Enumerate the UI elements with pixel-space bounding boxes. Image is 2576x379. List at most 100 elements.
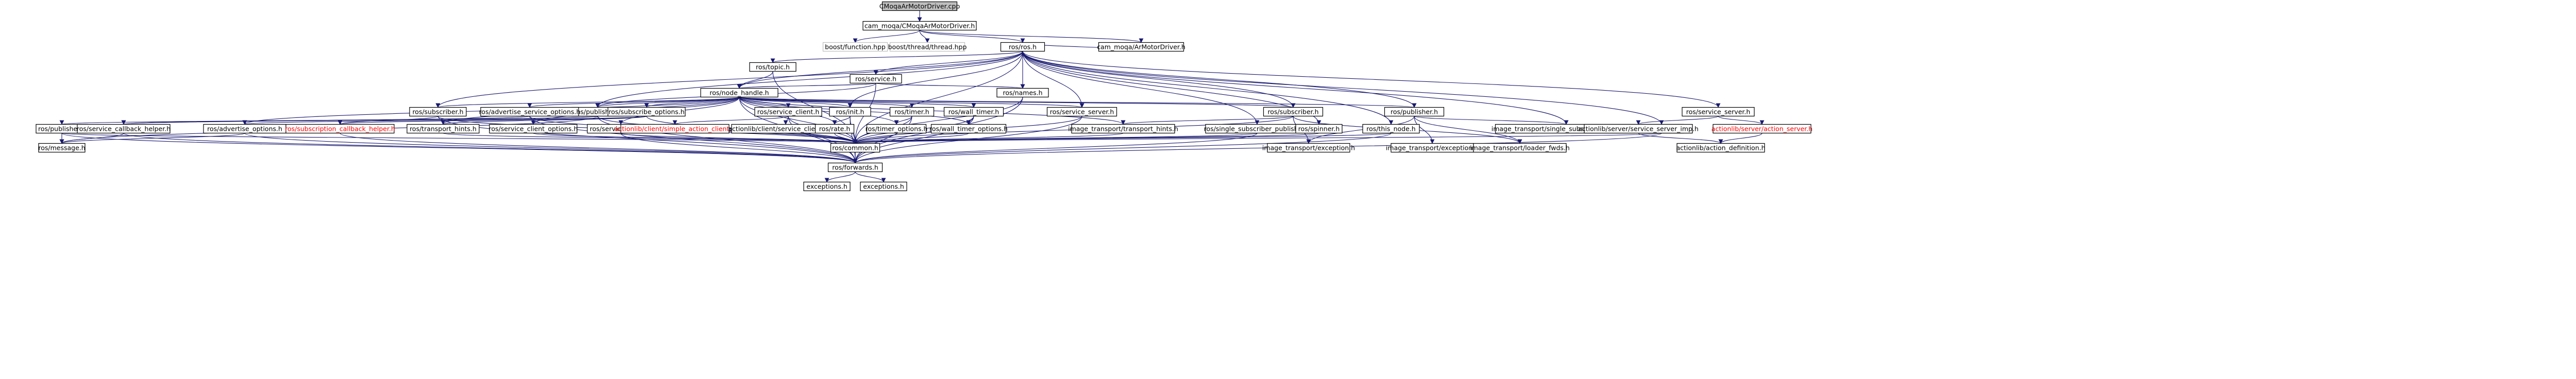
node-label: ros/node_handle.h bbox=[709, 89, 769, 97]
node-actdef[interactable]: actionlib/action_definition.h bbox=[1676, 143, 1766, 153]
node-label: ros/names.h bbox=[1003, 89, 1042, 97]
node-box bbox=[1682, 107, 1755, 117]
node-label: actionlib/client/simple_action_client.h bbox=[615, 125, 736, 133]
node-exc2[interactable]: exceptions.h bbox=[860, 181, 907, 192]
node-box bbox=[1713, 124, 1811, 134]
node-asserver[interactable]: ros/service_server.h bbox=[1682, 107, 1755, 117]
edge-subcb-to-forwards bbox=[340, 133, 858, 164]
edge-forwards-to-exc1 bbox=[824, 171, 856, 183]
node-ardrv[interactable]: cam_moqa/ArMotorDriver.h bbox=[1097, 42, 1185, 52]
edge-service-to-nh bbox=[737, 82, 876, 89]
node-message[interactable]: ros/message.h bbox=[38, 143, 86, 153]
node-topic[interactable]: ros/topic.h bbox=[749, 62, 796, 72]
node-acsci[interactable]: actionlib/client/service_client_imp.h bbox=[728, 124, 843, 134]
node-nh[interactable]: ros/node_handle.h bbox=[700, 88, 778, 98]
edge-itsub-to-ithints bbox=[1121, 115, 1294, 125]
node-timer[interactable]: ros/timer.h bbox=[889, 107, 935, 117]
node-bfunc[interactable]: boost/function.hpp bbox=[822, 42, 888, 52]
node-label: ros/subscriber.h bbox=[412, 108, 463, 116]
node-label: ros/subscribe_options.h bbox=[608, 108, 684, 116]
edge-sclient-to-common bbox=[620, 132, 858, 144]
node-itloader[interactable]: image_transport/loader_fwds.h bbox=[1470, 143, 1570, 153]
node-asimp[interactable]: actionlib/server/service_server_imp.h bbox=[1578, 124, 1699, 134]
node-box bbox=[1000, 42, 1045, 52]
edge-layer bbox=[59, 10, 1765, 183]
node-common[interactable]: ros/common.h bbox=[830, 143, 880, 153]
node-root[interactable]: CMoqaArMotorDriver.cpp bbox=[879, 1, 960, 11]
edge-advsvc-to-svccb bbox=[122, 115, 530, 125]
node-publisher2[interactable]: ros/publisher.h bbox=[36, 124, 88, 134]
node-wtimer[interactable]: ros/wall_timer.h bbox=[943, 107, 1004, 117]
node-acsac[interactable]: actionlib/client/simple_action_client.h bbox=[615, 124, 736, 134]
node-label: ros/service_client_options.h bbox=[489, 125, 578, 133]
node-itexc2[interactable]: image_transport/exception.h bbox=[1386, 143, 1479, 153]
edge-this_node-to-forwards bbox=[853, 133, 1392, 164]
node-itsub[interactable]: ros/subscriber.h bbox=[1263, 107, 1324, 117]
node-label: ros/spinner.h bbox=[1298, 125, 1340, 133]
node-hdr[interactable]: cam_moqa/CMoqaArMotorDriver.h bbox=[862, 21, 977, 31]
node-scopt[interactable]: ros/service_client_options.h bbox=[489, 124, 578, 134]
node-asss[interactable]: actionlib/server/action_server.h bbox=[1711, 124, 1812, 134]
edge-ros-to-itssp bbox=[1022, 51, 1569, 125]
edge-svccb-to-forwards bbox=[123, 133, 858, 164]
node-thints[interactable]: ros/transport_hints.h bbox=[406, 124, 480, 134]
edge-itpub-to-itloader bbox=[1414, 116, 1522, 144]
node-rate[interactable]: ros/rate.h bbox=[815, 124, 855, 134]
edge-ros-to-itpub bbox=[1022, 51, 1417, 108]
node-label: ros/service_server.h bbox=[1686, 108, 1751, 116]
edge-advopt-to-message bbox=[59, 132, 245, 144]
edge-ithints-to-common bbox=[853, 132, 1124, 144]
edge-nh-to-pub bbox=[595, 96, 740, 108]
edge-ros-to-itsub bbox=[1022, 51, 1296, 108]
node-label: ros/single_subscriber_publisher.h bbox=[1204, 125, 1311, 133]
node-label: ros/init.h bbox=[836, 108, 865, 116]
node-label: cam_moqa/CMoqaArMotorDriver.h bbox=[865, 22, 975, 30]
node-ros[interactable]: ros/ros.h bbox=[1000, 42, 1045, 52]
node-ithints[interactable]: image_transport/transport_hints.h bbox=[1068, 124, 1178, 134]
node-itexc[interactable]: image_transport/exception.h bbox=[1262, 143, 1355, 153]
node-wtimeropt[interactable]: ros/wall_timer_options.h bbox=[929, 124, 1008, 134]
node-forwards[interactable]: ros/forwards.h bbox=[827, 162, 883, 173]
edge-timer-to-timeropt bbox=[894, 116, 912, 125]
node-bthread[interactable]: boost/thread/thread.hpp bbox=[888, 42, 967, 52]
node-service[interactable]: ros/service.h bbox=[850, 74, 902, 84]
node-ssp[interactable]: ros/single_subscriber_publisher.h bbox=[1204, 124, 1311, 134]
edge-svcclient-to-acsac bbox=[672, 115, 789, 125]
node-spinner[interactable]: ros/spinner.h bbox=[1295, 124, 1343, 134]
node-names[interactable]: ros/names.h bbox=[996, 88, 1049, 98]
node-label: image_transport/exception.h bbox=[1262, 144, 1355, 152]
node-subopt[interactable]: ros/subscribe_options.h bbox=[607, 107, 686, 117]
node-svcserver[interactable]: ros/service_server.h bbox=[1046, 107, 1117, 117]
node-box bbox=[996, 88, 1049, 98]
node-label: ros/forwards.h bbox=[832, 164, 878, 171]
node-advsvc[interactable]: ros/advertise_service_options.h bbox=[479, 107, 581, 117]
node-rosinit[interactable]: ros/init.h bbox=[829, 107, 871, 117]
node-label: ros/publisher.h bbox=[38, 125, 86, 133]
node-box bbox=[1295, 124, 1343, 134]
node-box bbox=[1098, 42, 1184, 52]
node-svccb[interactable]: ros/service_callback_helper.h bbox=[77, 124, 171, 134]
node-label: ros/transport_hints.h bbox=[410, 125, 477, 133]
edge-wtimeropt-to-common bbox=[853, 132, 969, 144]
node-subcb[interactable]: ros/subscription_callback_helper.h bbox=[285, 124, 395, 134]
node-advopt[interactable]: ros/advertise_options.h bbox=[203, 124, 286, 134]
edge-subscriber-to-subcb bbox=[337, 115, 438, 125]
node-label: ros/wall_timer_options.h bbox=[929, 125, 1008, 133]
node-label: ros/this_node.h bbox=[1366, 125, 1415, 133]
edge-ros-to-svcserver bbox=[1022, 51, 1084, 108]
node-this_node[interactable]: ros/this_node.h bbox=[1362, 124, 1420, 134]
node-box bbox=[409, 107, 467, 117]
edge-nh-to-itpub bbox=[739, 96, 1416, 108]
node-timeropt[interactable]: ros/timer_options.h bbox=[866, 124, 928, 134]
node-subscriber[interactable]: ros/subscriber.h bbox=[409, 107, 467, 117]
node-svcclient[interactable]: ros/service_client.h bbox=[754, 107, 822, 117]
edge-asimp-to-actdef bbox=[1638, 132, 1723, 144]
node-box bbox=[1267, 143, 1350, 153]
node-box bbox=[930, 124, 1007, 134]
edge-publisher2-to-common bbox=[61, 132, 857, 144]
node-box bbox=[620, 124, 730, 134]
node-layer: CMoqaArMotorDriver.cpp cam_moqa/CMoqaArMo… bbox=[36, 1, 1812, 192]
edge-ros-to-subscriber bbox=[435, 51, 1023, 108]
node-itpub[interactable]: ros/publisher.h bbox=[1384, 107, 1445, 117]
node-exc1[interactable]: exceptions.h bbox=[803, 181, 851, 192]
